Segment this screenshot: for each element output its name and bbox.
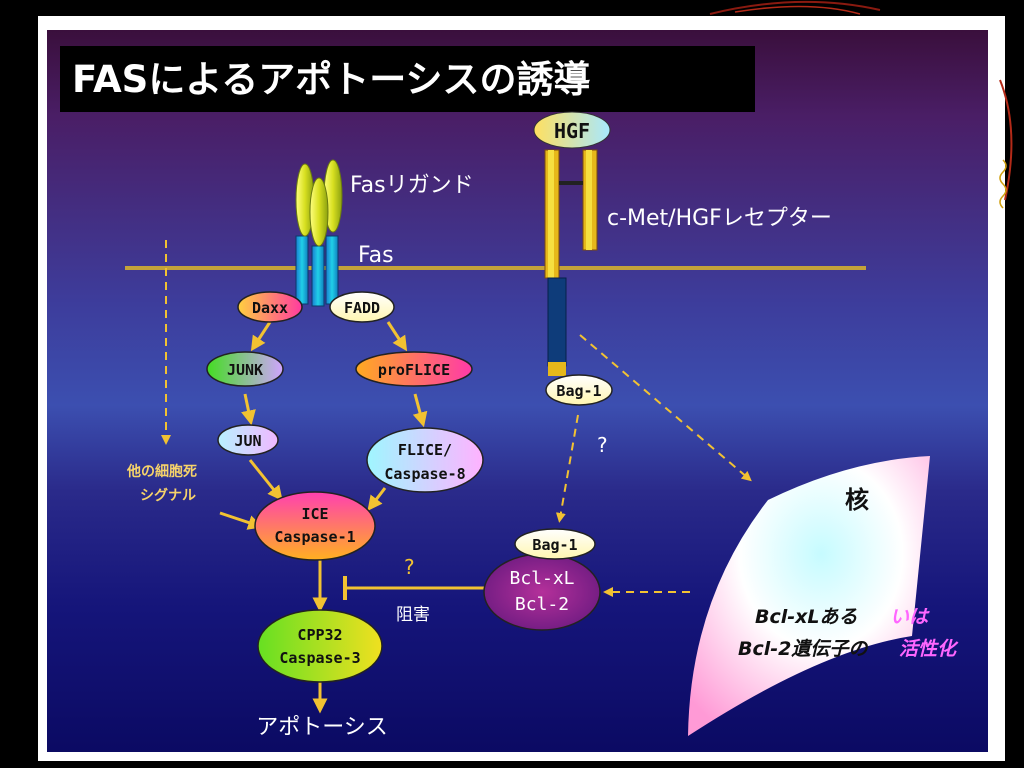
nucleus-text-1a: Bcl-xLある bbox=[755, 606, 858, 628]
node-proflice bbox=[355, 351, 473, 387]
label-question-mid: ? bbox=[404, 555, 415, 579]
label-cpp32-2: Caspase-3 bbox=[279, 649, 360, 667]
slide-title: FASによるアポトーシスの誘導 bbox=[72, 58, 591, 101]
fas-ligand bbox=[295, 159, 343, 247]
label-proflice: proFLICE bbox=[378, 361, 450, 379]
label-question-top: ? bbox=[597, 433, 608, 457]
cmet-receptor bbox=[544, 149, 598, 376]
title-box bbox=[60, 46, 755, 112]
node-bcl bbox=[483, 553, 601, 631]
nucleus-text-1b: いは bbox=[890, 606, 930, 628]
node-fadd bbox=[329, 291, 395, 323]
label-other-signal-1: 他の細胞死 bbox=[126, 463, 197, 480]
label-fadd: FADD bbox=[344, 299, 380, 317]
node-cpp32 bbox=[257, 609, 383, 683]
label-flice-1: FLICE/ bbox=[398, 441, 452, 459]
label-nucleus: 核 bbox=[845, 486, 869, 514]
label-ice-2: Caspase-1 bbox=[274, 528, 355, 546]
label-flice-2: Caspase-8 bbox=[384, 465, 465, 483]
node-bag1-top bbox=[545, 374, 613, 406]
nucleus-text-2a: Bcl-2遺伝子の bbox=[738, 638, 869, 660]
label-other-signal-2: シグナル bbox=[140, 487, 196, 504]
label-cmet: c-Met/HGFレセプター bbox=[607, 206, 832, 231]
label-bag1-bottom: Bag-1 bbox=[532, 536, 577, 554]
label-hgf: HGF bbox=[554, 119, 590, 143]
label-daxx: Daxx bbox=[252, 299, 288, 317]
fas-receptor bbox=[295, 235, 339, 307]
label-bag1-top: Bag-1 bbox=[556, 382, 601, 400]
label-jun: JUN bbox=[234, 432, 261, 450]
node-jun bbox=[217, 424, 279, 456]
label-cpp32-1: CPP32 bbox=[297, 626, 342, 644]
node-daxx bbox=[237, 291, 303, 323]
label-apoptosis: アポトーシス bbox=[256, 715, 388, 740]
label-ice-1: ICE bbox=[301, 505, 328, 523]
node-flice bbox=[366, 427, 484, 493]
nucleus-shape bbox=[688, 456, 930, 736]
node-ice bbox=[254, 491, 376, 561]
node-junk bbox=[206, 351, 284, 387]
label-fas: Fas bbox=[358, 243, 394, 268]
label-bcl-2: Bcl-2 bbox=[515, 594, 569, 615]
label-inhibit: 阻害 bbox=[396, 605, 430, 625]
node-bag1-bottom bbox=[514, 528, 596, 560]
label-junk: JUNK bbox=[227, 361, 263, 379]
label-fas-ligand: Fasリガンド bbox=[350, 173, 474, 198]
label-bcl-1: Bcl-xL bbox=[509, 568, 574, 589]
hgf-node bbox=[533, 111, 611, 149]
nucleus-text-2b: 活性化 bbox=[899, 638, 959, 660]
